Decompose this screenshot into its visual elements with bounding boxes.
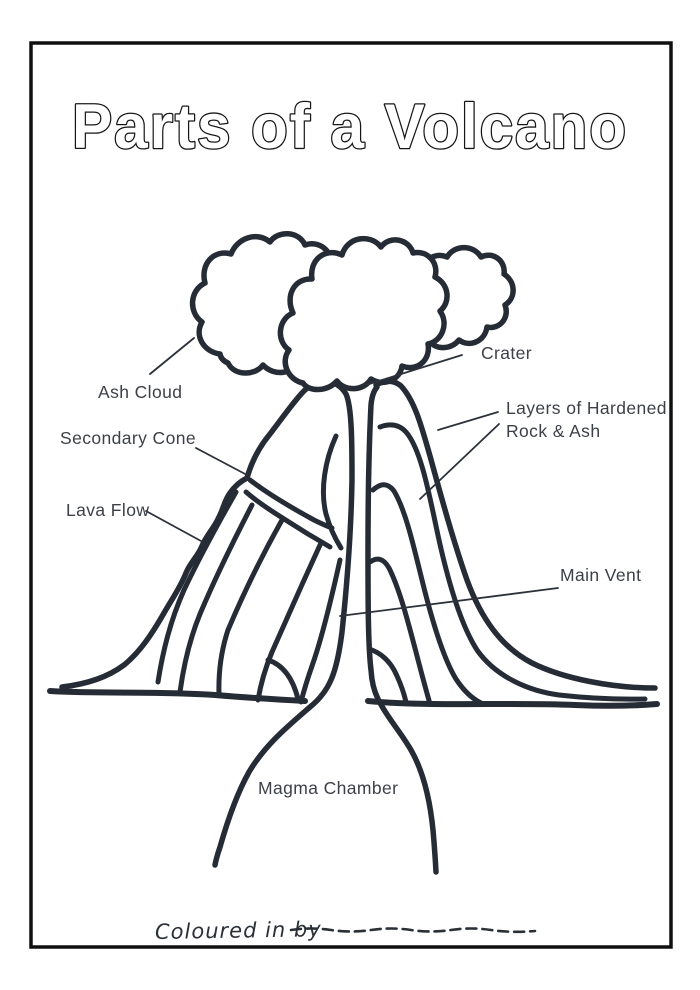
label-magma-chamber: Magma Chamber [258,778,398,798]
volcano-body-drawing [47,378,660,875]
left-vent-layer-arc [320,433,344,551]
footer: Coloured in by [155,917,537,944]
secondary-cone-channel-upper [247,477,335,531]
leader-line-secondary-cone [195,447,248,476]
part-labels: Ash Cloud Secondary Cone Lava Flow Crate… [60,343,667,798]
volcano-right-outline [373,378,658,691]
ash-cloud-drawing [189,231,516,393]
secondary-cone-channel-lower [243,489,333,550]
name-blank-line [289,927,537,934]
page-border [29,41,673,949]
leader-lines [145,337,559,617]
leader-line-layers-lower [419,423,500,500]
leader-line-layers-upper [437,411,499,431]
leader-line-main-vent [339,587,559,617]
volcano-left-outline [59,378,355,868]
label-layers-line2: Rock & Ash [506,421,600,441]
label-crater: Crater [481,343,532,363]
leader-line-ash-cloud [149,337,195,375]
ash-cloud-center-puff [277,235,450,393]
ground-line [47,688,660,709]
leader-line-lava-flow [145,510,202,542]
main-vent-right-wall [365,384,439,875]
label-main-vent: Main Vent [560,565,641,585]
left-flank-layers [155,489,343,705]
label-secondary-cone: Secondary Cone [60,428,196,448]
page-title: Parts of a Volcano [72,92,628,162]
label-layers-line1: Layers of Hardened [506,398,667,418]
label-ash-cloud: Ash Cloud [98,382,182,402]
coloured-in-by-label: Coloured in by [155,917,322,944]
leader-line-crater [365,354,463,386]
label-lava-flow: Lava Flow [66,500,149,520]
